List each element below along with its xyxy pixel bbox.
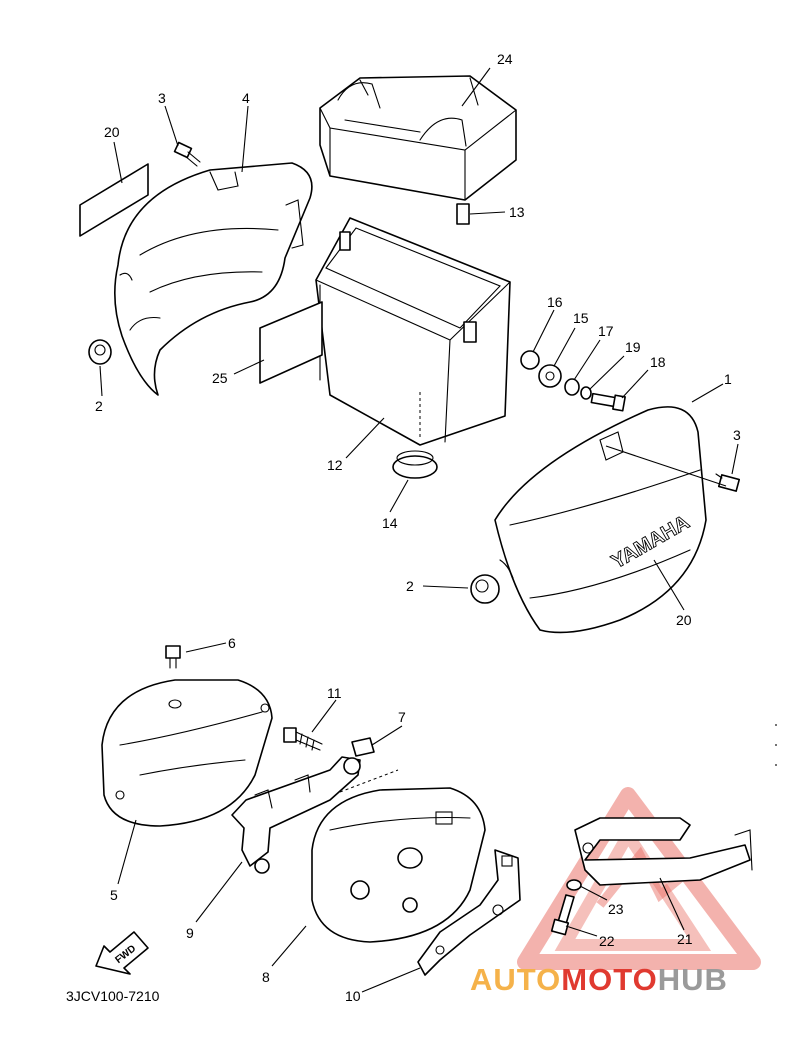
- watermark-word-moto: MOTO: [561, 962, 657, 997]
- leader-lines: [99, 67, 739, 993]
- callout-13: 13: [509, 204, 525, 220]
- callout-18: 18: [650, 354, 666, 370]
- watermark-text: AUTOMOTOHUB: [470, 962, 728, 997]
- washer-17: [564, 378, 580, 396]
- callout-16: 16: [547, 294, 563, 310]
- grommet-2-left: [88, 339, 112, 365]
- bracket-21: [574, 817, 753, 886]
- battery-cover-24: [319, 75, 517, 201]
- callout-3-top: 3: [158, 90, 166, 106]
- battery-box-12: [315, 217, 511, 446]
- callout-8: 8: [262, 969, 270, 985]
- callout-17: 17: [598, 323, 614, 339]
- callout-6: 6: [228, 635, 236, 651]
- callout-12: 12: [327, 457, 343, 473]
- callout-9: 9: [186, 925, 194, 941]
- callout-10: 10: [345, 988, 361, 1004]
- watermark-word-auto: AUTO: [470, 962, 561, 997]
- decal-20-left: [79, 163, 149, 237]
- diagram-code: 3JCV100-7210: [66, 988, 160, 1004]
- side-cover-1: YAMAHA: [494, 406, 707, 634]
- callout-11: 11: [327, 685, 342, 701]
- callout-23: 23: [608, 901, 624, 917]
- edge-marks: [775, 724, 777, 766]
- clip-13: [456, 203, 470, 225]
- callout-20-left: 20: [104, 124, 120, 140]
- callout-21: 21: [677, 931, 693, 947]
- label-25: [259, 301, 323, 384]
- tool-case-8: [311, 769, 486, 943]
- clip-7: [351, 737, 375, 757]
- callout-22: 22: [599, 933, 615, 949]
- washer-23: [566, 879, 582, 891]
- collar-16: [520, 350, 540, 370]
- washer-19: [580, 386, 592, 400]
- bolt-22: [550, 894, 575, 936]
- callout-14: 14: [382, 515, 398, 531]
- bolt-11: [283, 727, 323, 751]
- watermark-word-hub: HUB: [658, 962, 728, 997]
- callout-2-left: 2: [95, 398, 103, 414]
- grommet-2-right: [470, 574, 500, 604]
- callout-1: 1: [724, 371, 732, 387]
- callout-19: 19: [625, 339, 641, 355]
- callout-25: 25: [212, 370, 228, 386]
- callout-labels: 24 3 4 20 13 16 15 17 19 18 2 25 12 1 3 …: [95, 51, 741, 1004]
- callout-3-right: 3: [733, 427, 741, 443]
- screw-3-top: [173, 141, 201, 167]
- callout-24: 24: [497, 51, 513, 67]
- grommet-14: [392, 450, 438, 479]
- fwd-arrow: FWD: [95, 931, 149, 975]
- callout-5: 5: [110, 887, 118, 903]
- callout-15: 15: [573, 310, 589, 326]
- side-cover-4: [114, 162, 313, 396]
- bolt-18: [590, 392, 626, 412]
- callout-20-right: 20: [676, 612, 692, 628]
- callout-2-right: 2: [406, 578, 414, 594]
- screw-6: [165, 645, 181, 669]
- bracket-9: [231, 756, 361, 874]
- damper-15: [538, 364, 562, 388]
- screw-3-right: [715, 473, 741, 492]
- callout-4: 4: [242, 90, 250, 106]
- callout-7: 7: [398, 709, 406, 725]
- cover-5: [101, 679, 273, 827]
- strap-10: [417, 849, 521, 976]
